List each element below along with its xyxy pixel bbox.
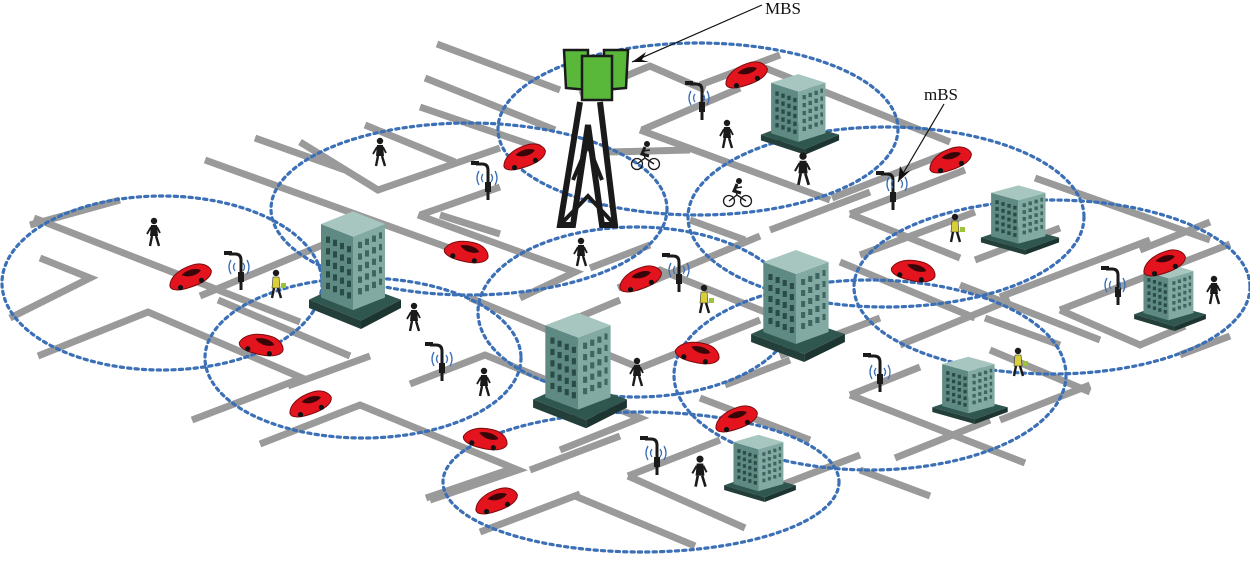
arrowhead (898, 166, 911, 182)
car-icon (471, 484, 521, 518)
micro-bs-label: mBS (924, 85, 958, 104)
building-icon (533, 312, 627, 429)
macro-base-station-icon (556, 48, 630, 228)
building-icon (724, 434, 796, 502)
pedestrian-icon (270, 268, 288, 300)
car-icon (615, 262, 665, 296)
wireless-signal-icon (228, 259, 250, 275)
building-icon (760, 74, 840, 155)
building-icon (932, 356, 1008, 424)
annotations: MBS mBS (631, 0, 958, 183)
road-network (8, 40, 1232, 550)
pedestrian-icon (718, 118, 735, 150)
pedestrian-icon (690, 454, 708, 488)
mbs-callout-arrow (631, 4, 763, 63)
building-icon (980, 185, 1060, 255)
car-icon (925, 143, 975, 177)
pedestrian-icon (145, 216, 162, 248)
cyclist-icon (630, 139, 661, 171)
pedestrian-icon (572, 236, 589, 268)
cyclist-icon (722, 176, 753, 208)
pedestrian-icon (1205, 274, 1222, 306)
pedestrian-icon (475, 366, 492, 398)
building-icon (751, 250, 845, 362)
vehicles (165, 58, 1189, 518)
coverage-areas (0, 41, 1250, 554)
car-icon (721, 58, 771, 92)
car-icon (499, 140, 549, 174)
micro-base-station-icon (1099, 264, 1123, 307)
mbs-label: MBS (765, 0, 801, 18)
pedestrian-icon (371, 136, 388, 168)
mbs-micro-callout-arrow (897, 103, 945, 183)
arrowhead (632, 52, 649, 62)
pedestrian-icon (793, 151, 812, 187)
pedestrian-icon (405, 301, 422, 333)
